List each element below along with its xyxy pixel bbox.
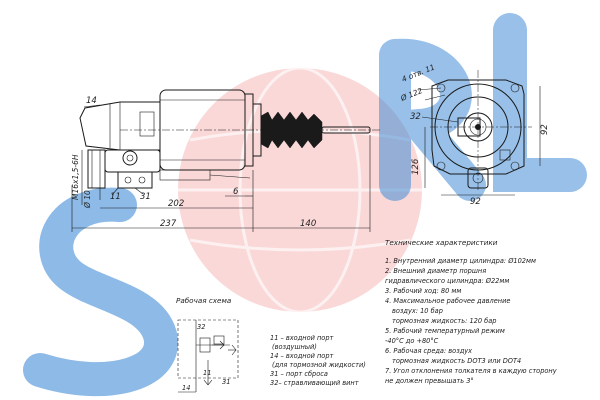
spec-line: 7. Угол отклонения толкателя в каждую ст… — [385, 367, 557, 375]
spec-line: 2. Внешний диаметр поршня — [385, 267, 486, 275]
specs-title: Технические характеристики — [385, 238, 498, 247]
booster-front-view — [430, 70, 532, 190]
dim-length-237: 237 — [160, 219, 177, 229]
spec-line: -40°С до +80°С — [385, 337, 439, 345]
dim-port-32: 32 — [410, 112, 421, 122]
dim-dia-10: Ø 10 — [83, 190, 92, 209]
schema-label-14: 14 — [182, 384, 190, 392]
dim-port-11: 11 — [110, 192, 121, 202]
schema-title: Рабочая схема — [176, 296, 231, 305]
schema-label-32: 32 — [197, 323, 205, 331]
spec-line: 3. Рабочий ход: 80 мм — [385, 287, 461, 295]
watermark-letter-r — [379, 38, 486, 201]
spec-line: 5. Рабочий температурный режим — [385, 327, 505, 335]
legend-line: (для тормозной жидкости) — [272, 361, 366, 369]
schema-label-31: 31 — [222, 378, 230, 386]
dim-port-31: 31 — [140, 192, 151, 202]
spec-line: гидравлического цилиндра: Ø22мм — [385, 277, 509, 285]
legend-line: 32– стравливающий винт — [270, 379, 359, 387]
tech-specs: Технические характеристики 1. Внутренний… — [385, 238, 557, 385]
spec-line: тормозная жидкость DOT3 или DOT4 — [392, 357, 521, 365]
schema-legend: 11 – входной порт (воздушный) 14 – входн… — [270, 334, 366, 387]
dim-height-126: 126 — [411, 158, 421, 175]
watermark-letter-l — [493, 13, 587, 192]
legend-line: 31 – порт сброса — [270, 370, 328, 378]
working-schema: Рабочая схема 32 11 14 31 — [176, 296, 239, 393]
watermark-letter-s — [23, 187, 178, 397]
spec-line: тормозная жидкость: 120 бар — [392, 317, 496, 325]
booster-side-view — [79, 89, 380, 189]
spec-line: воздух: 10 бар — [392, 307, 443, 315]
legend-line: 11 – входной порт — [270, 334, 334, 342]
dim-width-92: 92 — [470, 197, 481, 207]
legend-line: (воздушный) — [272, 343, 317, 351]
dim-port-14: 14 — [86, 96, 97, 106]
dim-length-6: 6 — [233, 187, 239, 197]
spec-line: 4. Максимальное рабочее давление — [385, 297, 510, 305]
spec-line: 1. Внутренний диаметр цилиндра: Ø102мм — [385, 257, 536, 265]
spec-line: 6. Рабочая среда: воздух — [385, 347, 472, 355]
dim-length-202: 202 — [168, 199, 184, 209]
sorl-watermark — [23, 13, 587, 397]
side-view-dimensions: 14 M16x1,5-6H Ø 10 11 31 202 6 237 140 — [71, 96, 371, 232]
dim-thread: M16x1,5-6H — [71, 154, 80, 200]
dim-height-92: 92 — [540, 124, 550, 135]
spec-line: не должен превышать 3° — [385, 377, 474, 385]
legend-line: 14 – входной порт — [270, 352, 334, 360]
schema-label-11: 11 — [203, 369, 211, 377]
dim-length-140: 140 — [300, 219, 316, 229]
